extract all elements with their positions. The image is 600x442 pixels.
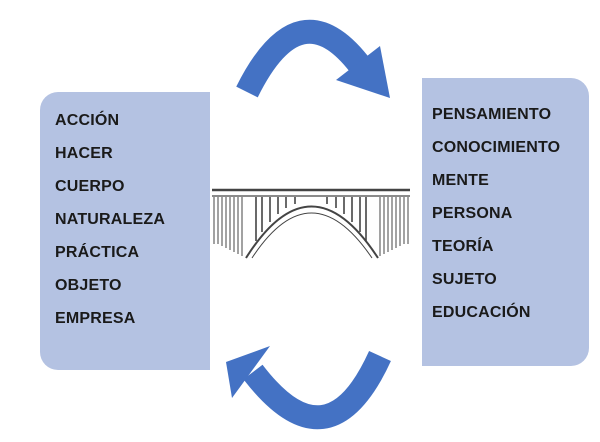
right-item-conocimiento: CONOCIMIENTO (432, 139, 561, 156)
curved-arrow-left-icon (226, 346, 391, 430)
right-item-sujeto: SUJETO (432, 271, 497, 288)
right-word-list: PENSAMIENTO CONOCIMIENTO MENTE PERSONA T… (432, 98, 560, 329)
right-item-mente: MENTE (432, 172, 489, 189)
left-item-naturaleza: NATURALEZA (55, 211, 166, 228)
right-item-educacion: EDUCACIÓN (432, 304, 531, 321)
left-word-list: ACCIÓN HACER CUERPO NATURALEZA PRÁCTICA … (55, 104, 165, 335)
left-item-practica: PRÁCTICA (55, 244, 140, 261)
left-item-cuerpo: CUERPO (55, 178, 125, 195)
arch-bridge-icon (212, 188, 410, 259)
right-item-teoria: TEORÍA (432, 238, 494, 255)
right-panel (422, 78, 589, 366)
curved-arrow-right-icon (236, 19, 390, 98)
left-item-empresa: EMPRESA (55, 310, 136, 327)
left-item-hacer: HACER (55, 145, 113, 162)
left-item-objeto: OBJETO (55, 277, 122, 294)
right-item-pensamiento: PENSAMIENTO (432, 106, 552, 123)
left-panel (40, 92, 210, 370)
left-item-accion: ACCIÓN (55, 112, 120, 129)
right-item-persona: PERSONA (432, 205, 513, 222)
